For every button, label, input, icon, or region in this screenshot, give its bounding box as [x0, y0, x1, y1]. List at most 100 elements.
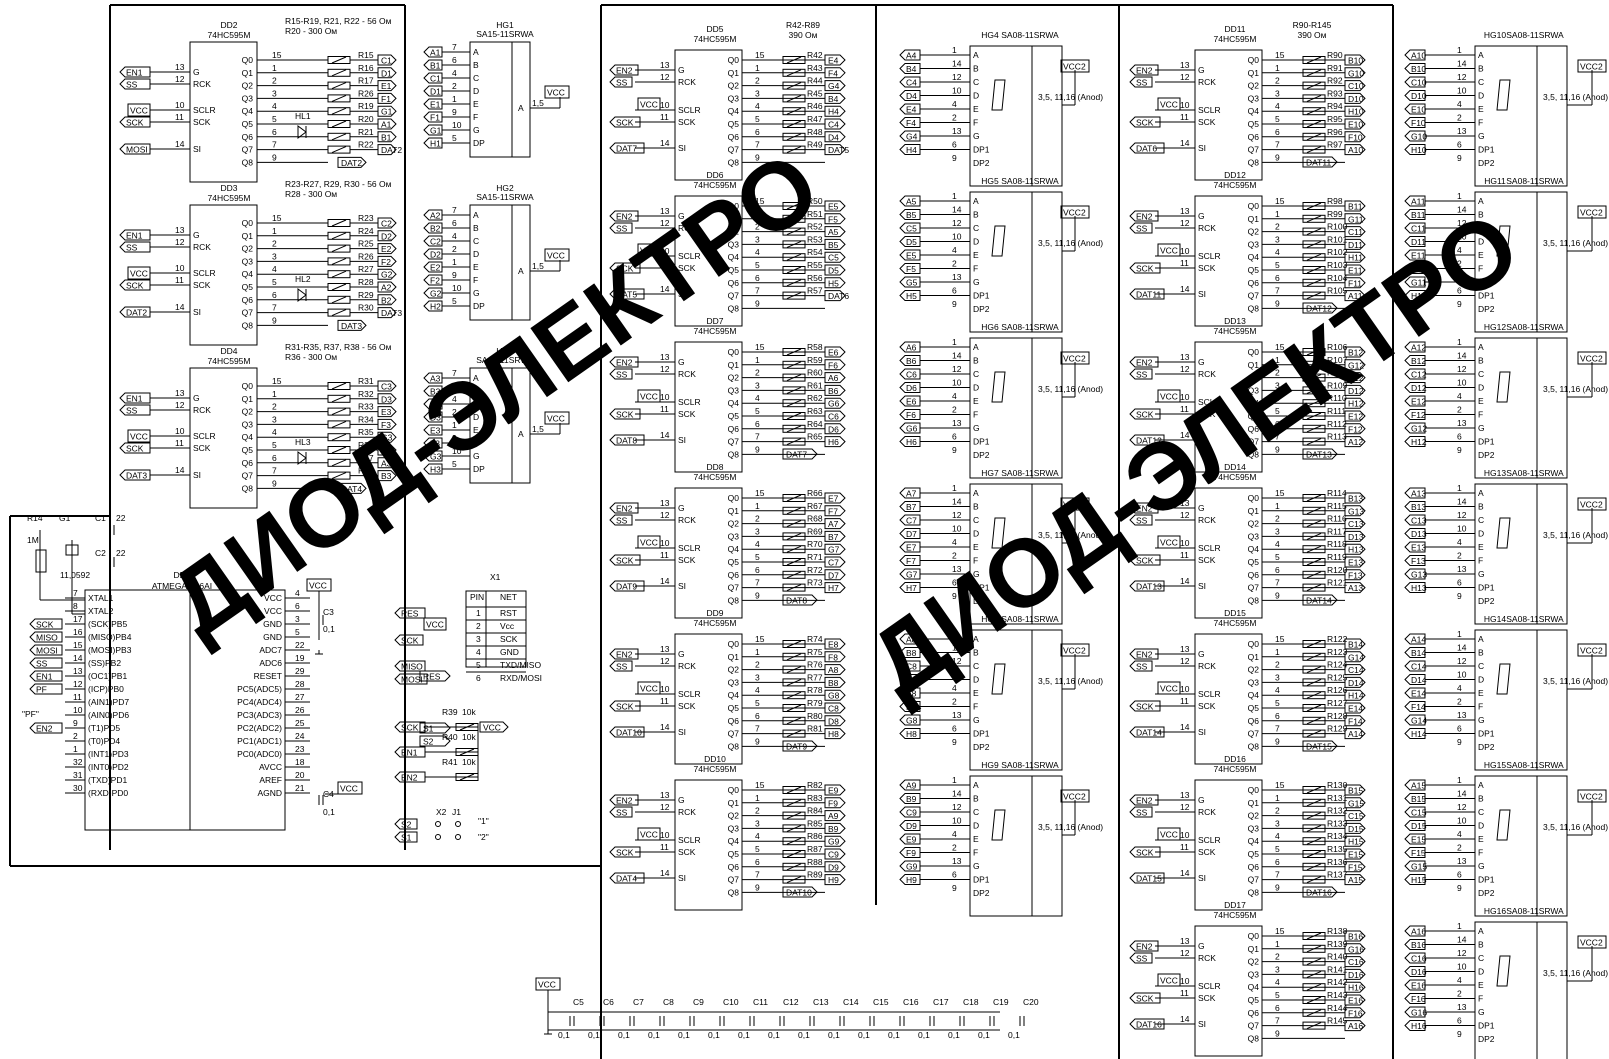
pin-number: 1: [452, 420, 457, 430]
net-in: [1129, 648, 1159, 660]
resistor-ref: R71: [807, 552, 823, 562]
resistor-ref: R48: [807, 127, 823, 137]
pin-number: 4: [272, 264, 277, 274]
pin-number: 10: [1457, 670, 1467, 680]
net-in: [1129, 846, 1161, 858]
net-in-text: SCK: [1136, 702, 1154, 712]
pin-number: 5: [272, 440, 277, 450]
chip-pin-label: Q6: [1248, 716, 1260, 726]
resistor-1-6-slash: [331, 296, 347, 304]
mcu-pin-label: (SS)PB2: [88, 658, 121, 668]
dat-out-text: DAT11: [1306, 158, 1331, 168]
pin-number: 15: [1275, 926, 1285, 936]
net-out: [377, 54, 397, 66]
display-pin-label: DP2: [973, 888, 990, 898]
resistor-ref: R95: [1327, 114, 1343, 124]
net-out: [1344, 213, 1366, 225]
chip-pin-label: G: [1198, 649, 1205, 659]
shift-register-chip: [189, 204, 258, 346]
pin-number: 13: [660, 790, 670, 800]
pullup-resistor-slash: [459, 773, 475, 781]
net-in-text: SCK: [126, 281, 144, 291]
resistor: [782, 798, 806, 807]
resistor-0-2-slash: [331, 82, 347, 90]
net-out: [824, 131, 846, 143]
resistor-ref: R111: [1327, 406, 1346, 416]
display-in-text: E7: [906, 543, 917, 553]
pin-number: 9: [952, 299, 957, 309]
resistor-ref: R86: [807, 831, 823, 841]
net-in: [1129, 806, 1153, 818]
resistor-ref: R49: [807, 140, 823, 150]
display-pin-label: E: [973, 250, 979, 260]
pin-number: 6: [1457, 870, 1462, 880]
resistor-slash: [1306, 361, 1322, 369]
pin-number: 2: [755, 514, 760, 524]
pullup-net-text: EN1: [401, 748, 418, 758]
display-pin-label: DP2: [1478, 888, 1495, 898]
display-pin-label: B: [473, 386, 479, 396]
resistor: [782, 94, 806, 103]
vcc2-box-text: VCC2: [1580, 500, 1603, 510]
vcc2-box: [1060, 497, 1090, 511]
chip-pin-label: Q0: [728, 639, 740, 649]
net-out-text: C6: [828, 412, 839, 422]
pin-number: 12: [175, 400, 185, 410]
net-out: [824, 359, 846, 371]
pin-number: 6: [295, 601, 300, 611]
resistor-slash: [1306, 996, 1322, 1004]
resistor-ref: R27: [358, 264, 374, 274]
resistor-2-5-slash: [331, 446, 347, 454]
resistor-1-2-slash: [331, 245, 347, 253]
resistor: [1302, 202, 1326, 210]
pin-number: 7: [272, 140, 277, 150]
display-in-text: F5: [906, 264, 916, 274]
vcc-box: [544, 248, 570, 262]
chip-part: 74HC595M: [1214, 34, 1257, 44]
display-pin-label: B: [973, 356, 979, 366]
chip-pin-label: Q2: [242, 81, 254, 91]
net-out: [824, 638, 846, 650]
segment-glyph: [1496, 955, 1511, 987]
jumper-pin: [455, 834, 461, 840]
net-out-text: A14: [1348, 729, 1363, 739]
net-out-text: C14: [1348, 665, 1364, 675]
resistor-slash: [1306, 520, 1322, 528]
net-out: [1344, 569, 1366, 581]
pin-number: 6: [1457, 140, 1462, 150]
pin-number: 9: [952, 445, 957, 455]
resistor-note: R90-R145: [1293, 20, 1332, 30]
net-in: [1129, 434, 1165, 446]
net-in-text: DAT2: [126, 308, 147, 318]
mcu-pin-label: GND: [263, 619, 282, 629]
seg7-display: [969, 191, 1063, 333]
net-out: [1344, 67, 1366, 79]
resistor-ref: R61: [807, 380, 823, 390]
pin-number: 13: [952, 710, 962, 720]
resistor: [782, 545, 806, 554]
net-out: [1344, 384, 1366, 396]
chip-pin-label: Q3: [728, 823, 740, 833]
pin-number: 11: [175, 112, 184, 122]
display-in-text: H14: [1411, 729, 1427, 739]
resistor-ref: R31: [358, 376, 374, 386]
chip-part: 74HC595M: [1214, 910, 1257, 920]
net-out-text: G1: [381, 107, 393, 117]
net-out-text: C1: [381, 56, 392, 66]
pin-number: 7: [1275, 870, 1280, 880]
pin-number: 1: [452, 94, 457, 104]
chip-pin-label: Q0: [728, 493, 740, 503]
resistor: [1302, 970, 1326, 979]
net-out-text: G13: [1348, 506, 1364, 516]
cap-ref: C17: [933, 997, 949, 1007]
display-in-text: G10: [1411, 132, 1427, 142]
display-pin-label: G: [1478, 569, 1485, 579]
chip-pin-label: SCK: [678, 847, 696, 857]
pin-number: 15: [1275, 196, 1285, 206]
dat-out: [782, 886, 818, 898]
vcc-box: [1157, 535, 1181, 549]
pin-number: 2: [272, 76, 277, 86]
net-out-text: F8: [828, 652, 838, 662]
pin-number: 5: [755, 698, 760, 708]
chip-pin-label: Q6: [242, 132, 254, 142]
